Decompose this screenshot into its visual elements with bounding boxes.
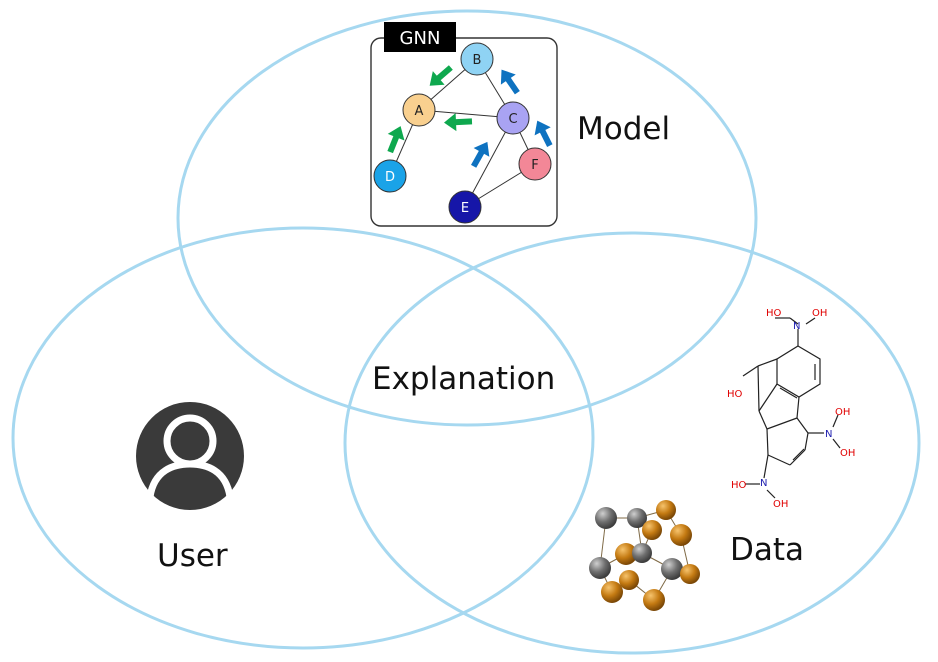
data-circle: [343, 231, 921, 655]
gnn-node-f: F: [518, 147, 552, 181]
gnn-node-a: A: [402, 93, 436, 127]
node-label-c: C: [508, 112, 517, 127]
molecule-atoms: HO N OH HO N OH OH HO N OH: [727, 308, 855, 510]
gnn-node-c: C: [496, 101, 530, 135]
arrow-d-to-a: [387, 126, 405, 154]
gnn-arrows: [387, 65, 553, 168]
atom-oh-top: OH: [812, 308, 827, 319]
atom-ho-bottom: HO: [731, 480, 747, 491]
node-label-f: F: [531, 158, 538, 173]
explanation-label: Explanation: [372, 361, 555, 397]
user-icon: [136, 402, 244, 510]
molecule-bonds: [742, 317, 841, 499]
atom-oh-right-top: OH: [835, 407, 850, 418]
data-label: Data: [730, 532, 804, 568]
atom-n-bottom: N: [760, 478, 767, 489]
arrow-b-to-a: [429, 65, 453, 86]
atom-ho-left: HO: [727, 389, 743, 400]
arrow-f-to-c: [534, 120, 553, 147]
atom-oh-right-bottom: OH: [840, 448, 855, 459]
model-circle: [176, 9, 758, 427]
atom-ho-top: HO: [766, 308, 782, 319]
user-label: User: [157, 538, 228, 574]
node-label-e: E: [461, 201, 469, 216]
arrow-e-to-c: [471, 141, 490, 168]
gnn-graph: GNN: [370, 22, 558, 227]
node-label-d: D: [385, 170, 395, 185]
atom-oh-bottom: OH: [773, 499, 788, 510]
gnn-title-bg: [384, 22, 456, 52]
node-label-b: B: [473, 53, 482, 68]
molecule-structure: HO N OH HO N OH OH HO N OH: [727, 308, 855, 510]
gnn-node-b: B: [460, 42, 494, 76]
arrow-c-to-b: [500, 69, 520, 95]
edge-c-e: [464, 117, 514, 208]
nanocluster-icon: [582, 500, 702, 612]
node-label-a: A: [415, 104, 424, 119]
gnn-node-d: D: [373, 159, 407, 193]
arrow-c-to-a: [444, 113, 473, 132]
atom-n-right: N: [825, 429, 832, 440]
gnn-node-e: E: [448, 190, 482, 224]
user-circle: [11, 226, 595, 650]
model-label: Model: [577, 111, 670, 147]
gnn-title: GNN: [400, 28, 441, 49]
atom-n-top: N: [793, 321, 800, 332]
